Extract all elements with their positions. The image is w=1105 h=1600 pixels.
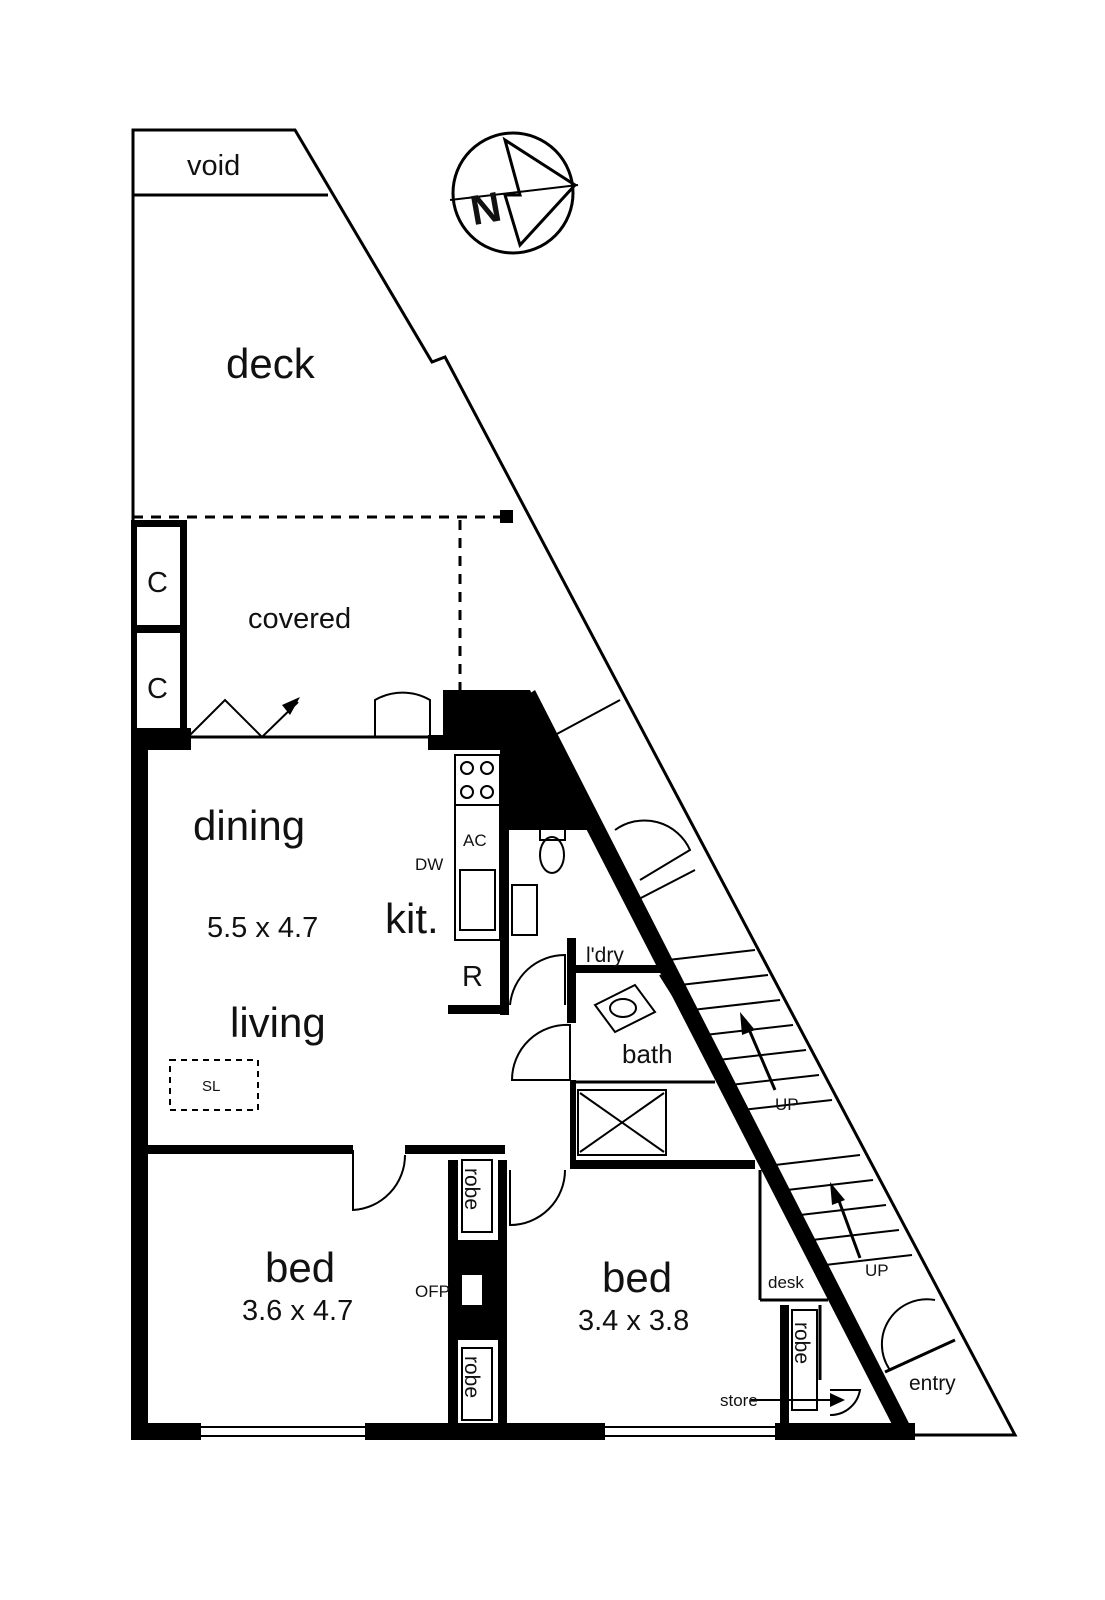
label-void: void	[187, 150, 240, 182]
label-kitchen: kit.	[385, 895, 439, 942]
room-labels: void deck covered C C dining 5.5 x 4.7 l…	[147, 150, 956, 1410]
label-stairs-up: UP	[775, 1095, 799, 1114]
label-fireplace: OFP	[415, 1282, 450, 1301]
shower-icon	[577, 1089, 667, 1156]
north-compass-icon: N	[449, 131, 579, 255]
outer-outline	[131, 128, 1018, 1437]
basin-icon	[593, 983, 657, 1034]
laundry-tub-icon	[511, 884, 538, 936]
label-bed-1: bed	[265, 1244, 335, 1291]
label-desk: desk	[768, 1273, 804, 1292]
toilet-icon	[539, 836, 565, 874]
cooktop-icon	[454, 754, 501, 806]
label-stairs-up: UP	[865, 1261, 889, 1280]
covered-area-outline	[133, 510, 513, 690]
label-bath: bath	[622, 1039, 673, 1069]
label-bed-2-size: 3.4 x 3.8	[578, 1305, 689, 1337]
fixtures	[169, 754, 818, 1421]
skylight-outline	[169, 1059, 259, 1111]
label-store: store	[720, 1391, 758, 1410]
label-air-con: AC	[463, 831, 487, 850]
label-covered: covered	[248, 603, 351, 635]
label-robe: robe	[460, 1168, 483, 1210]
label-refrigerator: R	[462, 961, 483, 993]
label-bed-1-size: 3.6 x 4.7	[242, 1295, 353, 1327]
label-laundry: l'dry	[586, 944, 624, 967]
staircase	[636, 869, 913, 1266]
label-skylight: SL	[202, 1078, 220, 1095]
doors	[189, 691, 936, 1417]
label-living: living	[230, 999, 326, 1046]
compass-north-label: N	[467, 183, 505, 235]
label-dining: dining	[193, 802, 305, 849]
label-bed-2: bed	[602, 1254, 672, 1301]
label-dishwasher: DW	[415, 855, 443, 874]
label-robe: robe	[790, 1322, 813, 1364]
sink-icon	[459, 869, 496, 931]
label-entry: entry	[909, 1372, 956, 1395]
label-deck: deck	[226, 340, 316, 387]
label-cupboard: C	[147, 567, 168, 599]
label-cupboard: C	[147, 673, 168, 705]
label-robe: robe	[460, 1356, 483, 1398]
label-dining-living-size: 5.5 x 4.7	[207, 912, 318, 944]
